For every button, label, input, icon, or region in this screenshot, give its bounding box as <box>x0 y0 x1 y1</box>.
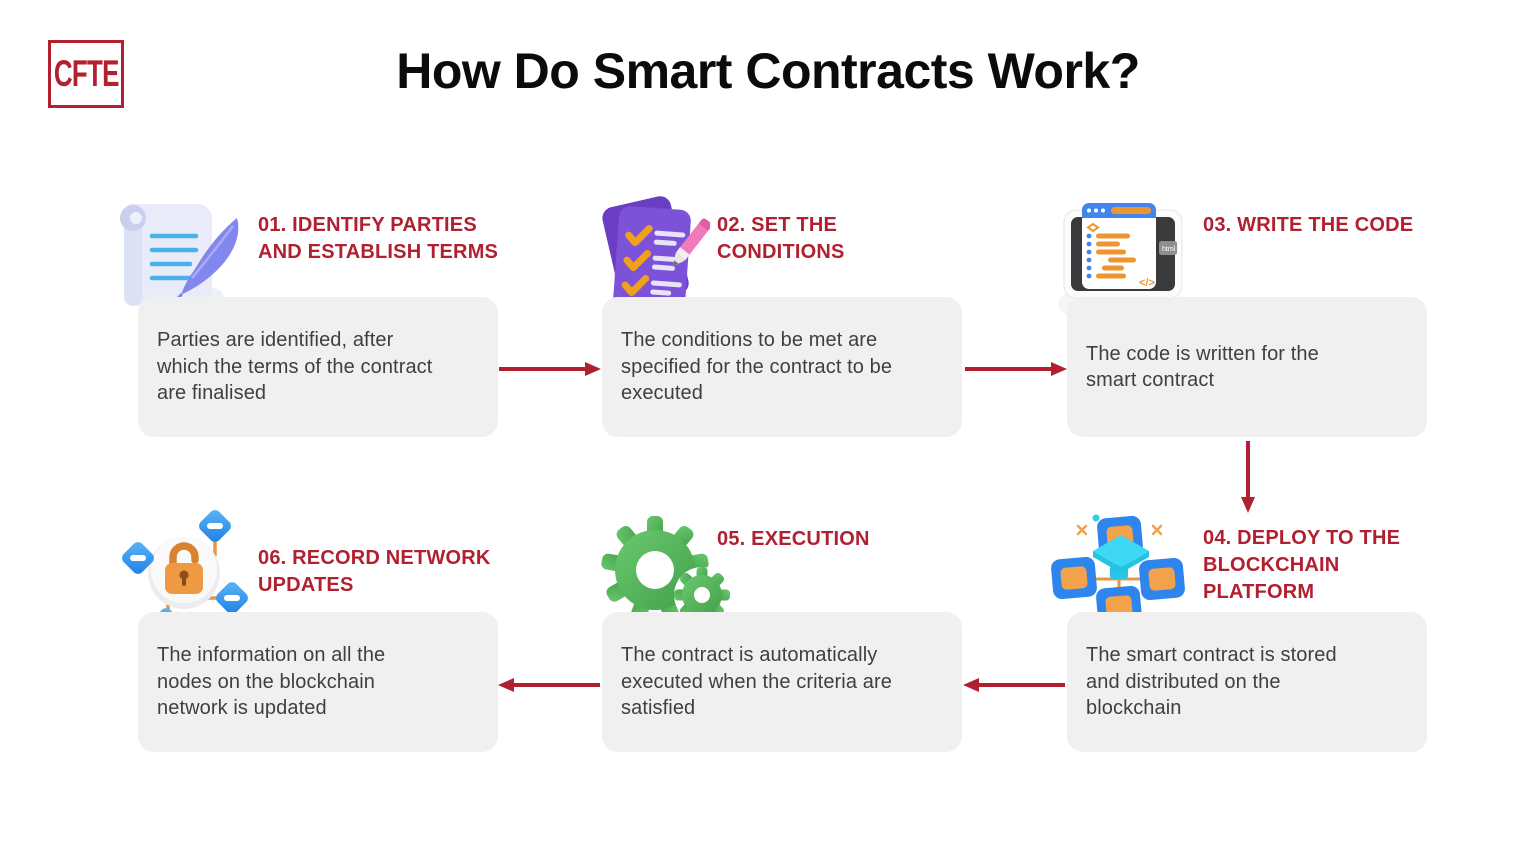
step-2-card: The conditions to be met are specified f… <box>602 297 962 437</box>
page-title: How Do Smart Contracts Work? <box>396 43 1140 99</box>
step-5-heading: 05. EXECUTION <box>717 528 870 550</box>
svg-text:</>: </> <box>1139 277 1155 289</box>
step-2-heading: 02. SET THE CONDITIONS <box>717 214 845 263</box>
flow-arrow-5-6 <box>496 676 602 699</box>
step-3-description: The code is written for the smart contra… <box>1086 342 1319 392</box>
checklist-icon <box>598 188 712 331</box>
step-6-card: The information on all the nodes on the … <box>138 612 498 752</box>
flow-arrow-2-3 <box>963 360 1069 383</box>
step-6-heading: 06. RECORD NETWORK UPDATES <box>258 547 491 596</box>
cfte-logo: CFTE <box>48 40 124 108</box>
gears-icon <box>598 508 733 643</box>
step-3-card: The code is written for the smart contra… <box>1067 297 1427 437</box>
step-1-description: Parties are identified, after which the … <box>157 329 433 405</box>
step-4-card: The smart contract is stored and distrib… <box>1067 612 1427 752</box>
svg-text:html: html <box>1162 246 1176 253</box>
flow-arrow-1-2 <box>497 360 603 383</box>
step-2-description: The conditions to be met are specified f… <box>621 329 893 405</box>
cfte-logo-text: CFTE <box>53 53 120 94</box>
step-1-card: Parties are identified, after which the … <box>138 297 498 437</box>
step-3-heading: 03. WRITE THE CODE <box>1203 214 1414 236</box>
step-1-heading: 01. IDENTIFY PARTIES AND ESTABLISH TERMS <box>258 214 499 263</box>
step-4-description: The smart contract is stored and distrib… <box>1086 644 1337 720</box>
flow-arrow-3-4 <box>1239 439 1257 520</box>
step-5-description: The contract is automatically executed w… <box>621 644 892 720</box>
step-6-description: The information on all the nodes on the … <box>157 644 386 720</box>
flow-arrow-4-5 <box>961 676 1067 699</box>
step-4-heading: 04. DEPLOY TO THE BLOCKCHAIN PLATFORM <box>1203 527 1401 603</box>
step-5-card: The contract is automatically executed w… <box>602 612 962 752</box>
